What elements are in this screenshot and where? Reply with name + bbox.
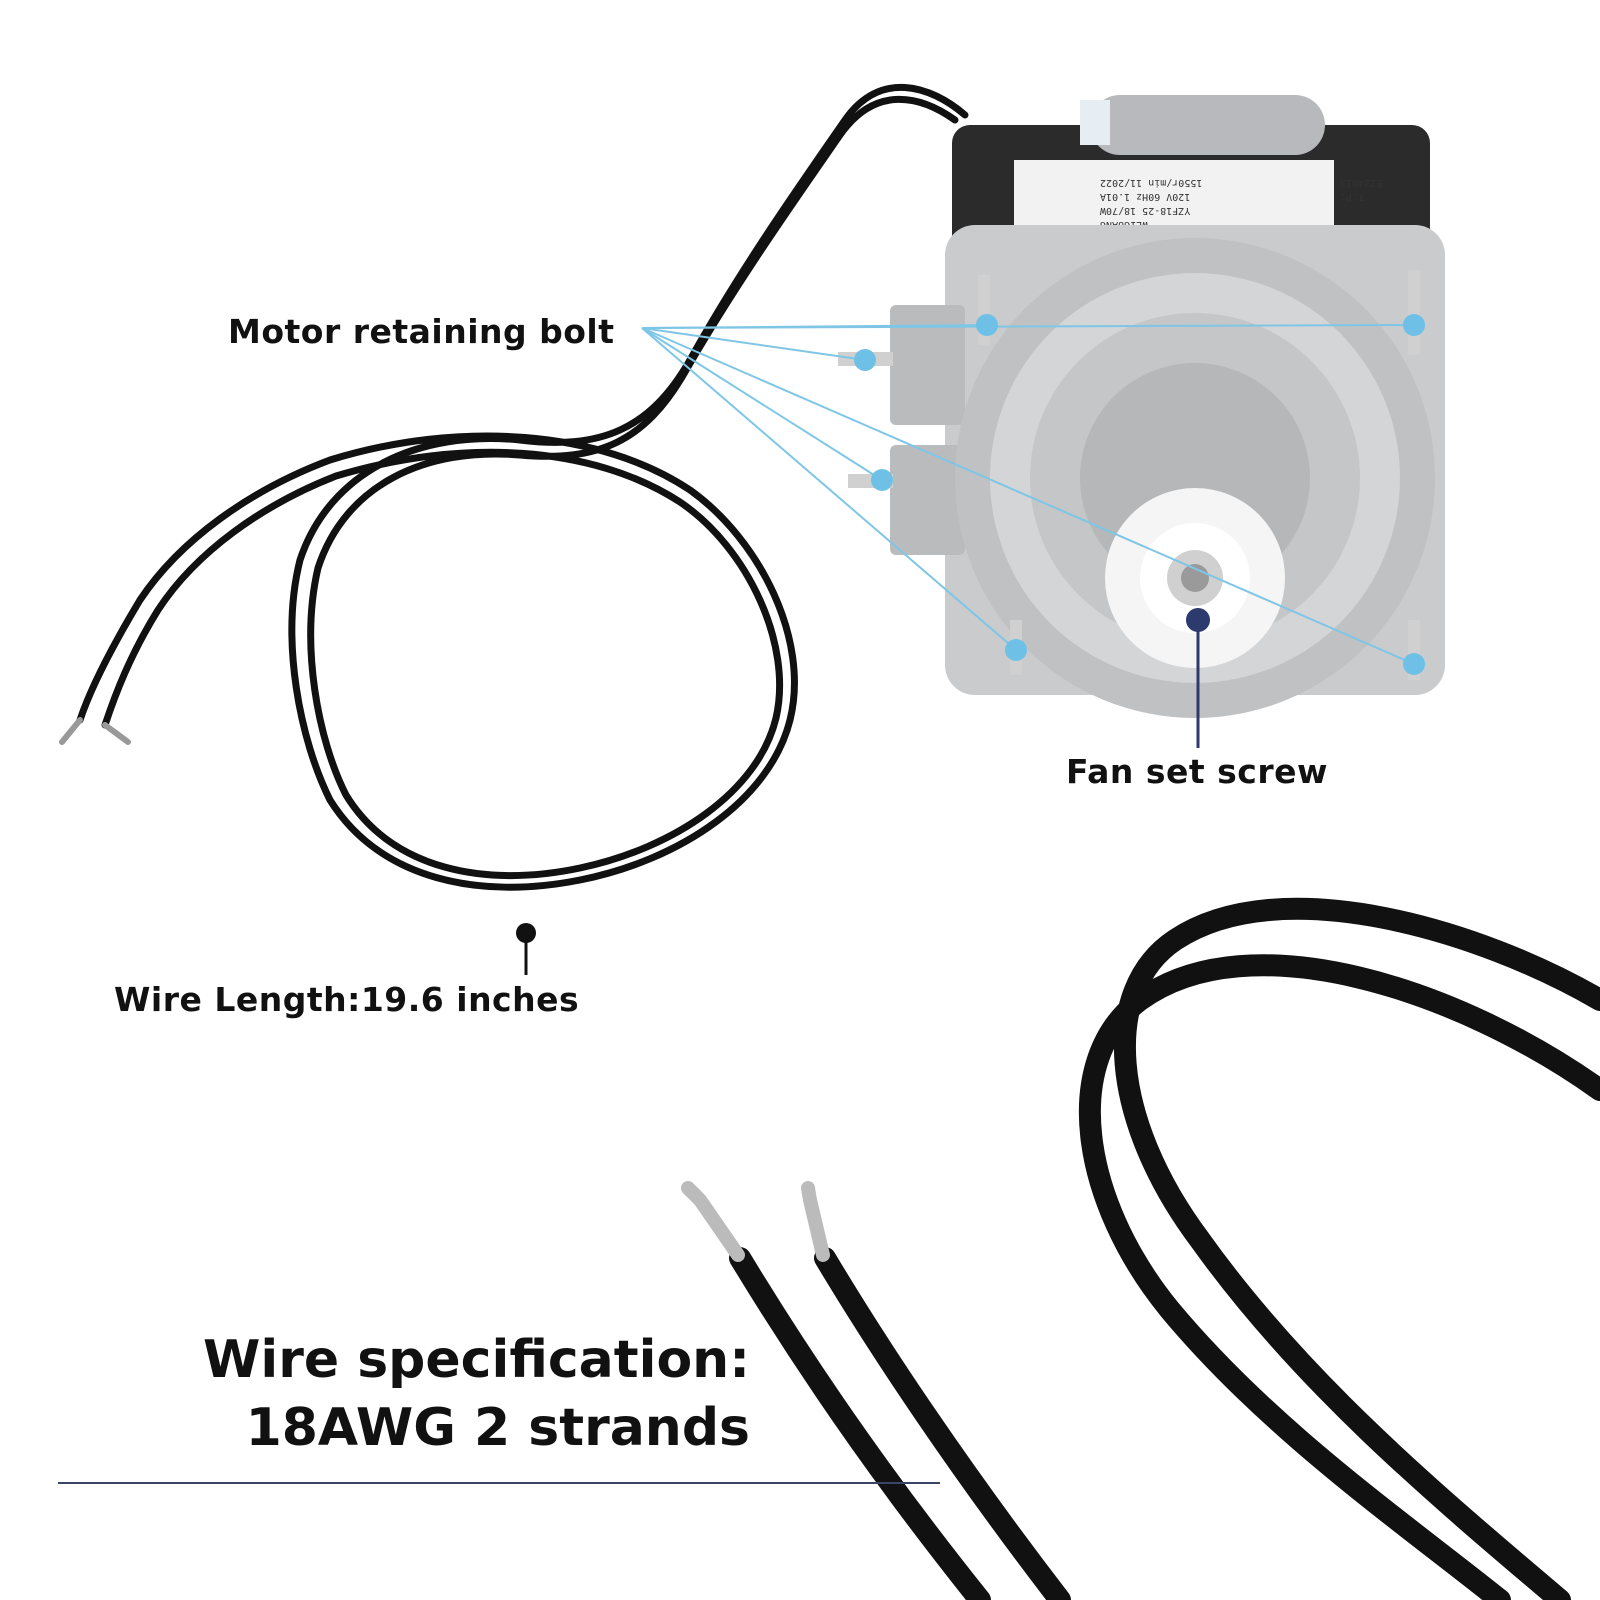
motor-wire: [59, 83, 969, 891]
nameplate-rating: 120V 60Hz 1.01A: [1100, 191, 1190, 202]
motor-body: WEIGUANG YZF18-25 18/70W 120V 60Hz 1.01A…: [838, 95, 1445, 718]
motor-retaining-bolt-callout-lines: [641, 324, 1415, 665]
bolt-marker: [1403, 314, 1425, 336]
wire-length-label: Wire Length:19.6 inches: [114, 980, 580, 1019]
nameplate-brand: WEIGUANG: [1100, 219, 1148, 230]
closeup-wire-tips: [681, 1181, 830, 1262]
wire-spec-value: 18AWG 2 strands: [245, 1398, 750, 1458]
fan-set-screw-pointer: [1186, 608, 1210, 748]
bolt-marker: [1005, 639, 1027, 661]
nameplate-cert: E224013: [1340, 177, 1382, 188]
nameplate-tp: T.P.: [1340, 191, 1364, 202]
motor-retaining-bolt-markers: [854, 314, 1425, 675]
motor-retaining-bolt-label: Motor retaining bolt: [228, 312, 615, 351]
bolt-marker: [871, 469, 893, 491]
closeup-wires: [729, 897, 1600, 1600]
bolt-marker: [976, 314, 998, 336]
wire-spec-title: Wire specification:: [203, 1330, 750, 1390]
fan-set-screw-label: Fan set screw: [1066, 752, 1328, 791]
nameplate-speed: 1550r/min 11/2022: [1100, 177, 1202, 188]
bolt-marker: [1403, 653, 1425, 675]
nameplate-model: YZF18-25 18/70W: [1099, 205, 1190, 216]
bolt-marker: [854, 349, 876, 371]
wire-length-pointer: [516, 923, 536, 975]
